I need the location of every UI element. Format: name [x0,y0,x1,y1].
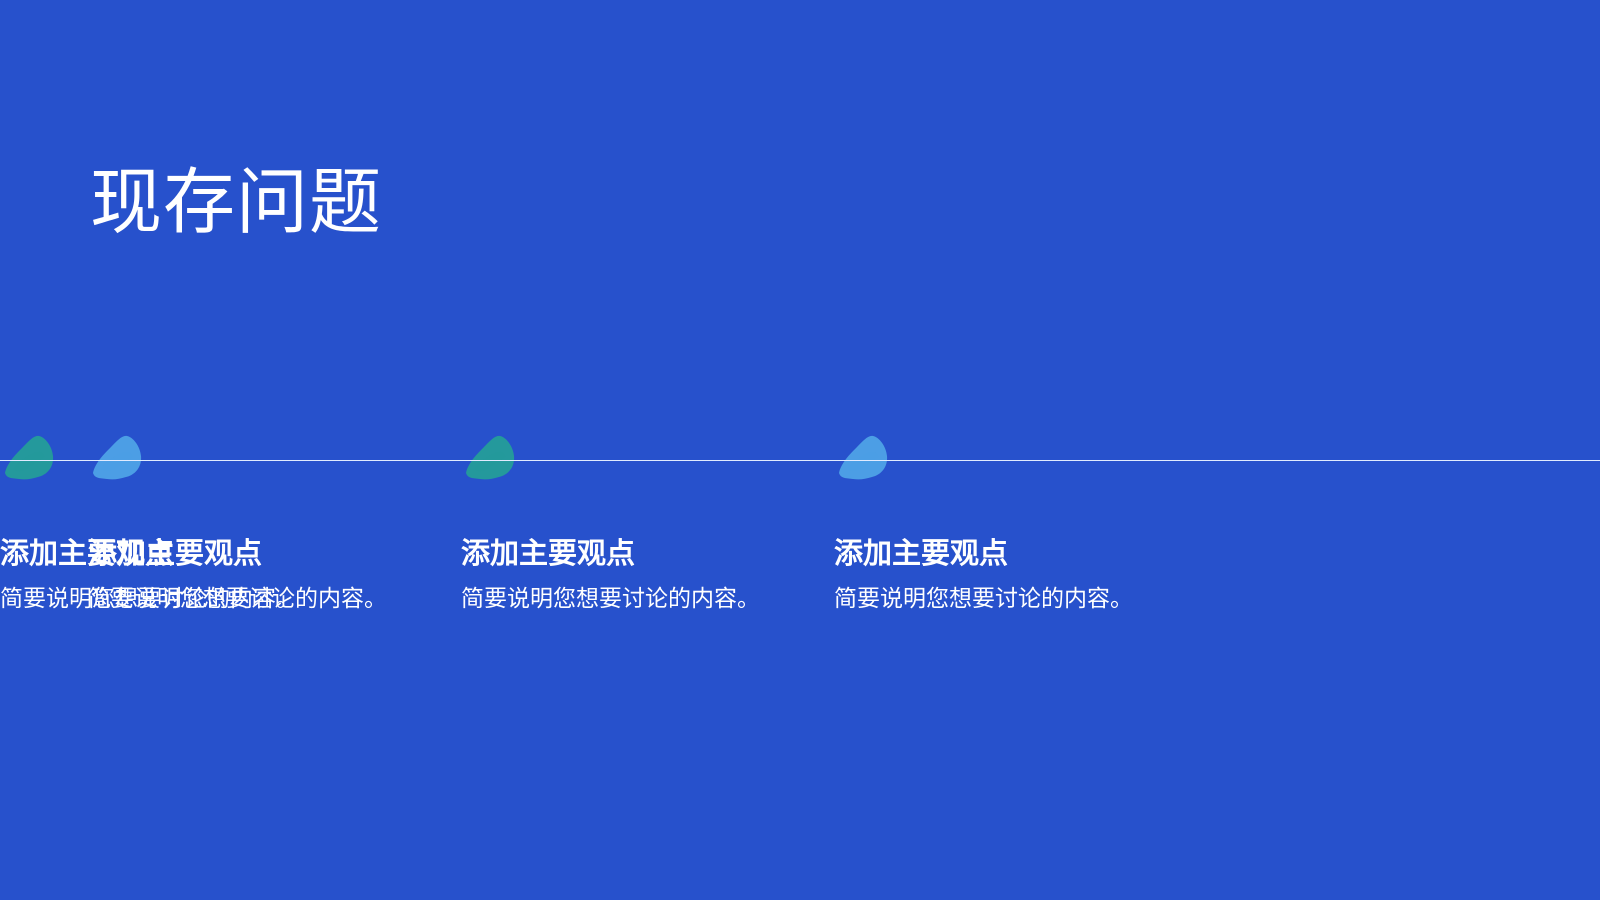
paint-blob-icon [839,435,888,480]
timeline-point-3: 添加主要观点 简要说明您想要讨论的内容。 [461,430,833,640]
timeline-point-1: 添加主要观点 简要说明您想要讨论的内容。 [0,430,372,640]
point-heading: 添加主要观点 [461,536,636,570]
paint-blob-texture [474,451,506,472]
timeline-line [0,460,1600,461]
timeline-point-2: 添加主要观点 简要说明您想要讨论的内容。 [88,430,460,640]
paint-blob-shape [839,435,888,480]
slide-title: 现存问题 [90,160,383,244]
paint-blob-icon [5,435,54,480]
paint-blob-icon [93,435,142,480]
point-heading: 添加主要观点 [834,536,1009,570]
paint-blob-shape [5,435,54,480]
paint-blob-icon [466,435,515,480]
point-description: 简要说明您想要讨论的内容。 [834,586,1133,612]
paint-blob-shape [93,435,142,480]
point-description: 简要说明您想要讨论的内容。 [0,586,299,612]
paint-blob-texture [13,451,45,472]
point-description: 简要说明您想要讨论的内容。 [461,586,760,612]
point-heading: 添加主要观点 [0,536,175,570]
point-heading: 添加主要观点 [88,536,263,570]
paint-blob-texture [847,451,879,472]
paint-blob-texture [101,451,133,472]
paint-blob-shape [466,435,515,480]
point-description: 简要说明您想要讨论的内容。 [88,586,387,612]
timeline-point-4: 添加主要观点 简要说明您想要讨论的内容。 [834,430,1206,640]
